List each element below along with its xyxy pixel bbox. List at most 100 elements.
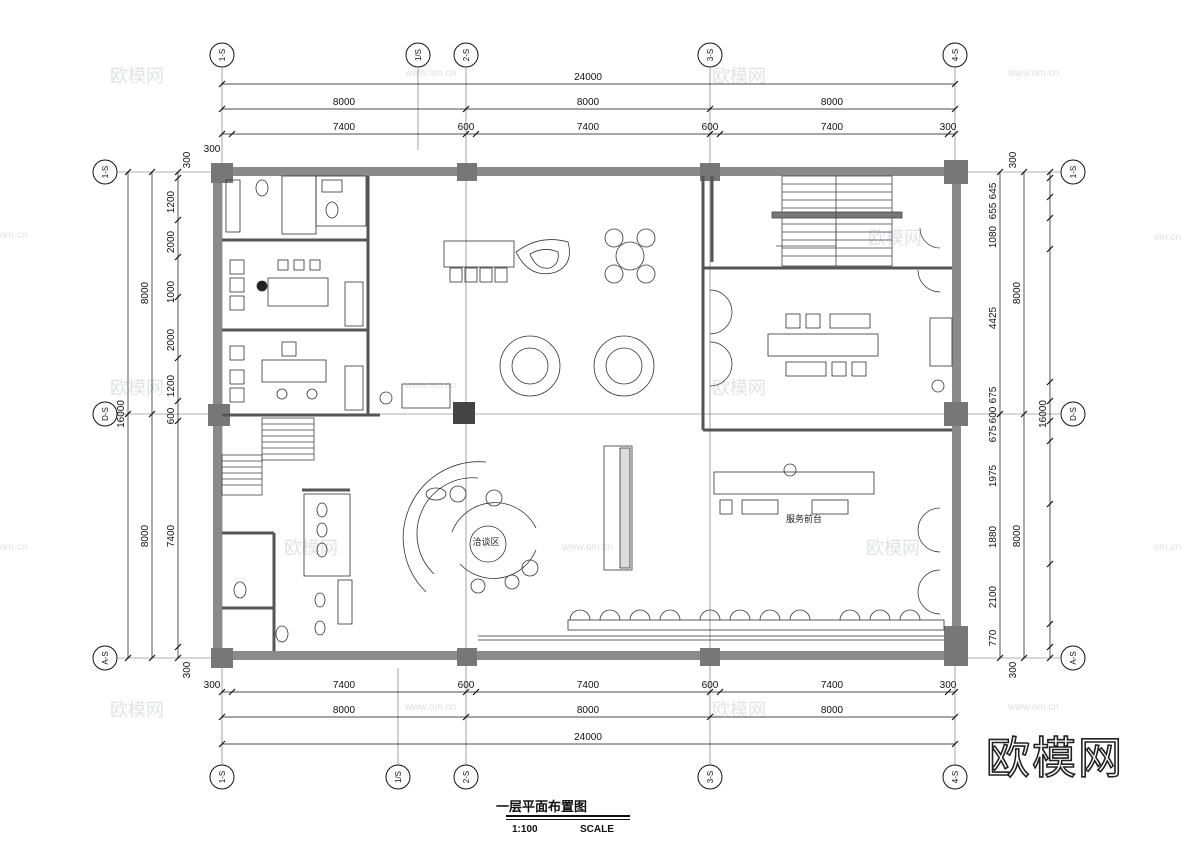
- watermark: 欧模网: [868, 228, 922, 249]
- dim-sub-top: 300: [204, 144, 221, 155]
- grid-label-c5: 4-S: [951, 771, 960, 783]
- dims-bottom: 300 7400 600 7400 600 7400 300 8000 8000…: [204, 680, 957, 743]
- grid-label-r1: 1-S: [1069, 166, 1078, 178]
- dim-sub-top: 7400: [821, 122, 844, 133]
- title-underline: [506, 819, 630, 820]
- watermark-url: om.cn: [0, 230, 27, 241]
- dim-overall-top: 24000: [574, 72, 602, 83]
- dim-sub-left: 2000: [166, 230, 177, 253]
- dim-sub-bottom: 7400: [333, 680, 356, 691]
- dim-sub-left: 300: [182, 151, 193, 168]
- watermark-url: www.om.cn: [404, 380, 456, 391]
- meeting-room-right: [767, 313, 953, 393]
- display-shelf: [603, 445, 633, 571]
- title-underline: [506, 815, 630, 817]
- dim-sub-right: 600: [988, 406, 999, 423]
- dim-sub-bottom: 300: [940, 680, 957, 691]
- grid-bubble-labels: 1-S 1/S 2-S 3-S 4-S 1-S 1/S 2-S 3-S 4-S …: [101, 49, 1078, 783]
- dim-sub-left: 1200: [166, 190, 177, 213]
- grid-label-c5: 4-S: [951, 49, 960, 61]
- watermark-layer: 欧模网 www.om.cn 欧模网 www.om.cn om.cn 欧模网 欧模…: [0, 66, 1181, 721]
- watermark-url: www.om.cn: [1007, 702, 1059, 713]
- watermark: 欧模网: [712, 378, 766, 399]
- dim-bay-left: 8000: [140, 524, 151, 547]
- grid-bubbles: [92, 42, 1086, 790]
- dim-sub-right: 300: [1008, 151, 1019, 168]
- watermark: 欧模网: [712, 700, 766, 721]
- dim-bay-top: 8000: [821, 97, 844, 108]
- dim-sub-right: 4425: [988, 306, 999, 329]
- dimension-lines: [127, 83, 1051, 745]
- dim-bay-right: 8000: [1012, 281, 1023, 304]
- scale-label: SCALE: [580, 824, 614, 835]
- grid-label-c4: 3-S: [706, 771, 715, 783]
- room-label-reception: 服务前台: [786, 513, 822, 525]
- watermark: 欧模网: [110, 378, 164, 399]
- dim-sub-bottom: 7400: [577, 680, 600, 691]
- drawing-title: 一层平面布置图: [496, 800, 588, 815]
- dim-bay-top: 8000: [577, 97, 600, 108]
- dim-sub-bottom: 300: [204, 680, 221, 691]
- dim-sub-right: 770: [988, 629, 999, 646]
- interior-walls: [222, 176, 952, 651]
- grid-label-c4: 3-S: [706, 49, 715, 61]
- dim-sub-right: 1080: [988, 225, 999, 248]
- watermark-url: om.cn: [1154, 542, 1181, 553]
- watermark-url: www.om.cn: [404, 702, 456, 713]
- grid-label-c1: 1-S: [218, 771, 227, 783]
- room-label-negotiation: 洽谈区: [472, 536, 499, 548]
- grid-label-r3: A-S: [101, 651, 110, 664]
- reception-desk: [713, 463, 875, 515]
- grid-label-r3: A-S: [1069, 651, 1078, 664]
- grid-label-c2: 1/S: [414, 49, 423, 61]
- watermark-url: www.om.cn: [404, 68, 456, 79]
- grid-label-r2: D-S: [1069, 407, 1078, 421]
- dim-sub-top: 600: [702, 122, 719, 133]
- restroom-bottom-left: [233, 493, 353, 643]
- office-furniture-left: [229, 259, 364, 411]
- columns: [208, 160, 968, 668]
- dims-top: 24000 8000 8000 8000 300 7400 600 7400 6…: [204, 72, 957, 155]
- dim-sub-bottom: 600: [458, 680, 475, 691]
- dimension-ticks: [124, 80, 1054, 748]
- dim-sub-top: 7400: [333, 122, 356, 133]
- dim-sub-left: 2000: [166, 328, 177, 351]
- bottom-counter: [478, 609, 945, 641]
- grid-label-c3: 2-S: [462, 49, 471, 61]
- watermark: 欧模网: [110, 700, 164, 721]
- dim-sub-top: 600: [458, 122, 475, 133]
- dim-bay-right: 8000: [1012, 524, 1023, 547]
- dim-sub-left: 7400: [166, 524, 177, 547]
- dims-right: 8000 8000 300 645 655 1080 4425 675 600 …: [988, 151, 1049, 678]
- stair-left: [221, 417, 315, 496]
- dim-sub-bottom: 7400: [821, 680, 844, 691]
- dim-sub-top: 300: [940, 122, 957, 133]
- watermark: 欧模网: [284, 538, 338, 559]
- dim-bay-bottom: 8000: [821, 705, 844, 716]
- grid-label-c3: 2-S: [462, 771, 471, 783]
- dim-sub-right: 2100: [988, 585, 999, 608]
- watermark: 欧模网: [866, 538, 920, 559]
- dim-sub-left: 1200: [166, 374, 177, 397]
- dim-overall-bottom: 24000: [574, 732, 602, 743]
- dim-sub-left: 600: [166, 407, 177, 424]
- dim-sub-right: 645: [988, 182, 999, 199]
- scale-ratio: 1:100: [512, 824, 538, 835]
- dim-sub-right: 675: [988, 425, 999, 442]
- dim-overall-right: 16000: [1038, 400, 1049, 428]
- restroom-top-left: [225, 175, 367, 235]
- watermark: 欧模网: [712, 66, 766, 87]
- watermark-url: www.om.cn: [1007, 68, 1059, 79]
- dim-sub-right: 1975: [988, 464, 999, 487]
- dims-left: 16000 8000 8000 300 1200 2000 1000 2000 …: [116, 151, 193, 678]
- watermark-url: om.cn: [1154, 232, 1181, 243]
- stair-right: [771, 175, 903, 267]
- dim-sub-right: 675: [988, 386, 999, 403]
- lounge-furniture: [379, 228, 656, 409]
- brand-logo: 欧模网: [985, 732, 1124, 785]
- dim-bay-left: 8000: [140, 281, 151, 304]
- watermark-url: om.cn: [0, 542, 27, 553]
- grid-label-c1: 1-S: [218, 49, 227, 61]
- negotiation-area: [402, 461, 539, 594]
